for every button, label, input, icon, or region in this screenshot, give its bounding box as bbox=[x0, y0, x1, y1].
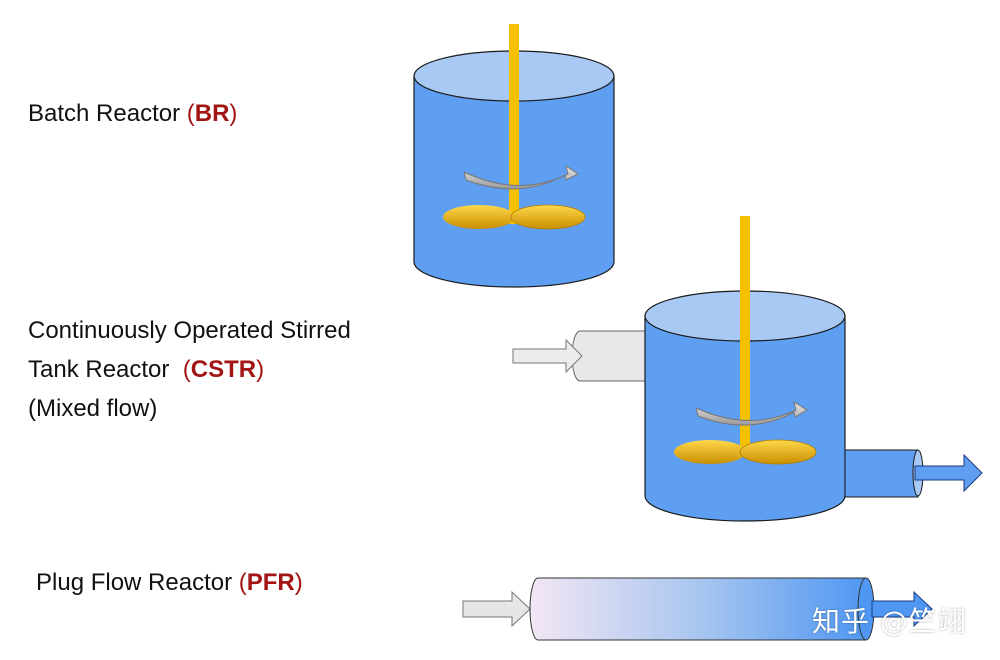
cstr-inlet-pipe bbox=[571, 330, 653, 382]
impeller-blade-right bbox=[739, 439, 817, 465]
batch-reactor-name: Batch Reactor bbox=[28, 100, 181, 127]
pfr-paren-close: ) bbox=[294, 569, 303, 596]
rotation-arrow-icon bbox=[463, 164, 579, 190]
batch-reactor-vessel bbox=[413, 24, 615, 288]
flow-arrow-icon bbox=[871, 590, 933, 628]
pfr-abbr: PFR bbox=[246, 569, 295, 596]
batch-reactor-paren-open: ( bbox=[186, 100, 195, 127]
batch-reactor-label: Batch Reactor (BR) bbox=[28, 94, 237, 133]
cstr-line-1: Continuously Operated Stirred bbox=[28, 317, 351, 344]
cstr-abbr: CSTR bbox=[190, 356, 257, 383]
pfr-tube bbox=[462, 577, 933, 641]
pfr-name: Plug Flow Reactor bbox=[36, 569, 233, 596]
impeller-blade-left bbox=[674, 440, 746, 464]
pfr-paren-open: ( bbox=[238, 569, 247, 596]
batch-reactor-paren-close: ) bbox=[229, 100, 238, 127]
impeller-blade-left bbox=[443, 205, 515, 229]
cstr-paren-close: ) bbox=[256, 356, 265, 383]
cstr-label: Continuously Operated Stirred Tank React… bbox=[28, 311, 351, 428]
cstr-vessel bbox=[512, 216, 983, 522]
flow-arrow-icon bbox=[512, 338, 583, 374]
stirrer-icon bbox=[740, 216, 750, 456]
cstr-name: Tank Reactor bbox=[28, 356, 183, 383]
flow-arrow-icon bbox=[914, 453, 983, 493]
impeller-blade-right bbox=[510, 204, 586, 230]
cstr-line-2: Tank Reactor (CSTR) bbox=[28, 350, 351, 389]
rotation-arrow-icon bbox=[695, 400, 808, 426]
flow-arrow-icon bbox=[462, 590, 531, 628]
stirrer-icon bbox=[509, 24, 519, 224]
watermark: 知乎 @竺翊 bbox=[812, 605, 967, 638]
cstr-line-3: (Mixed flow) bbox=[28, 395, 158, 422]
cstr-paren-open: ( bbox=[182, 356, 191, 383]
batch-reactor-abbr: BR bbox=[194, 100, 230, 127]
pfr-label: Plug Flow Reactor (PFR) bbox=[36, 563, 303, 602]
